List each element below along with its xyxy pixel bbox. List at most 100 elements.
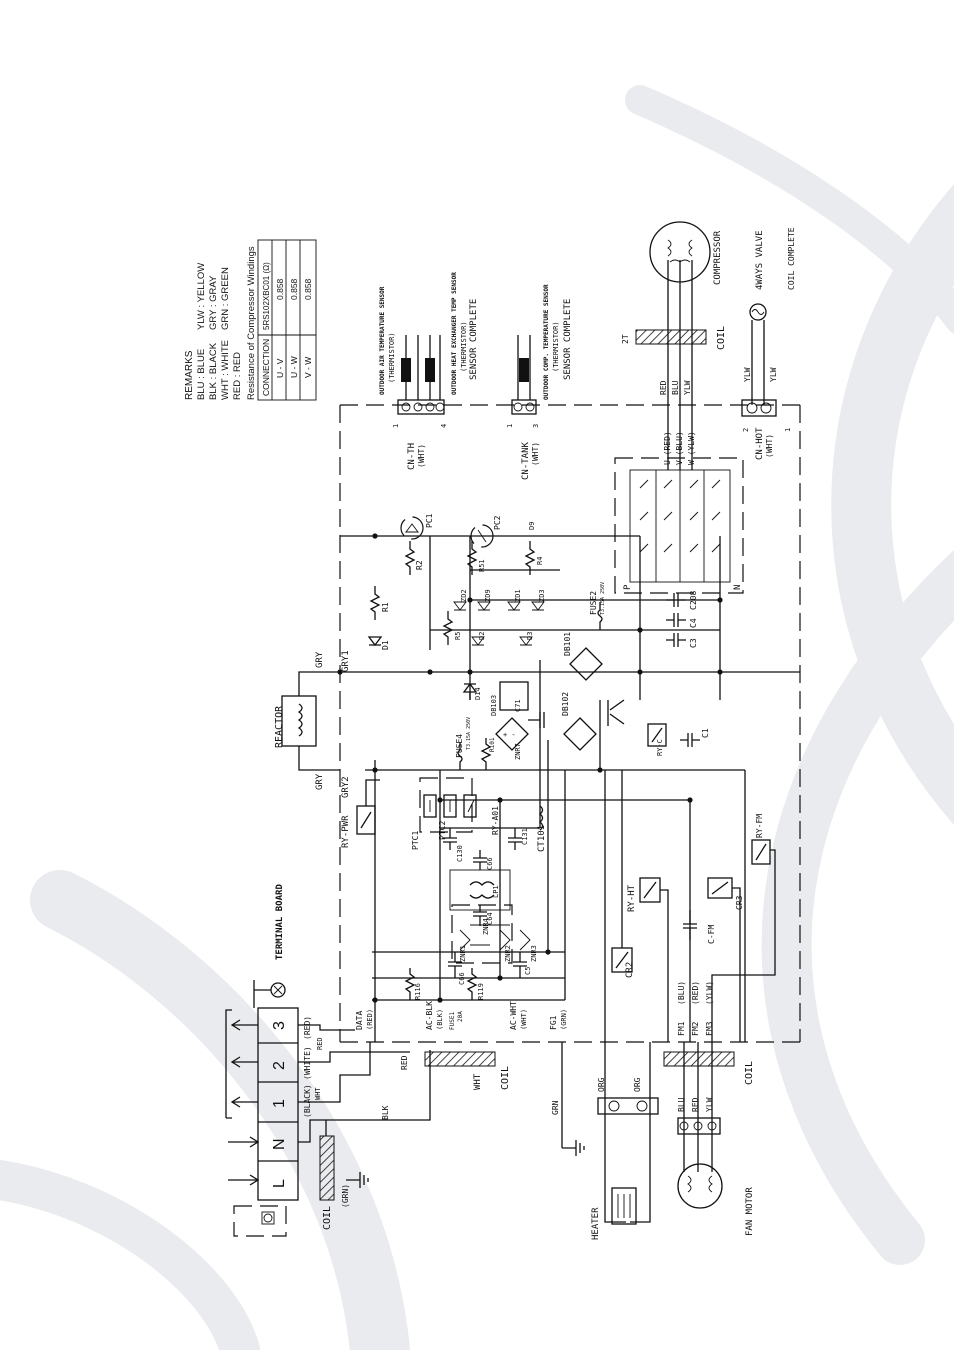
valve-wire-ylw-1: YLW <box>743 367 752 382</box>
thermistor-comp <box>519 358 529 382</box>
thermistor-hx <box>425 358 435 382</box>
znr2-label: ZNR2 <box>504 945 512 962</box>
data-label: DATA <box>355 1011 364 1030</box>
terminal-board: L N 1 2 3 (BLACK) (WHITE) (RED) TERMINAL… <box>225 884 369 1237</box>
module-p-label: P <box>623 584 633 590</box>
zd3-label: ZD3 <box>538 589 546 602</box>
gry1-label: GRY1 <box>341 650 351 672</box>
table-header-connection: CONNECTION <box>261 339 271 396</box>
c208-label: C208 <box>689 591 698 610</box>
c4-label: C4 <box>689 618 698 628</box>
fg1-label: FG1 <box>549 1015 558 1030</box>
cr2-label: CR2 <box>625 962 635 978</box>
resistance-table-title: Resistance of Compressor Windings <box>246 246 257 400</box>
relay-ry-ht <box>639 877 661 903</box>
sensor-hx-label: OUTDOOR HEAT EXCHANGER TEMP SENSOR <box>451 272 458 395</box>
reactor <box>281 671 340 771</box>
fuse1-label: FUSE1 <box>449 1012 456 1030</box>
ry-ht-label: RY-HT <box>627 884 637 912</box>
db102-label: DB102 <box>561 692 570 716</box>
fm1-color: (BLU) <box>677 981 686 1005</box>
resistor-r119 <box>466 968 478 1000</box>
c3-label: C3 <box>689 638 698 648</box>
heater-label: HEATER <box>591 1207 601 1240</box>
input-coil <box>424 1051 496 1067</box>
fuse2-label: FUSE2 <box>589 591 598 615</box>
remark-blk: BLK : BLACK <box>208 342 219 400</box>
pc2-label: PC2 <box>493 515 502 530</box>
resistor-r101 <box>480 738 492 770</box>
fm1-label: FM1 <box>677 1021 686 1036</box>
compressor-wires <box>667 260 693 470</box>
ry-a01-label: RY-A01 <box>491 806 500 835</box>
d14-label: D14 <box>474 687 482 700</box>
relay-ry-pwr <box>356 779 380 835</box>
znr1-label: ZNR1 <box>459 945 467 962</box>
ptc1-label: PTC1 <box>411 831 420 850</box>
terminal-grn-label: (GRN) <box>341 1184 350 1208</box>
sensor-hx-sub: (THERMISTOR) <box>460 321 468 372</box>
fm3-color: (YLW) <box>705 981 714 1005</box>
table-row-vw-conn: V - W <box>303 357 313 378</box>
cn-th-color: (WHT) <box>417 444 426 468</box>
c1-label: C1 <box>701 728 710 738</box>
capacitor-c1 <box>680 733 700 747</box>
fuse4-rating: T3.15A 250V <box>466 717 472 750</box>
diode-d1 <box>367 636 383 647</box>
cn-tank-label: CN-TANK <box>521 441 531 480</box>
fm2-color: (RED) <box>691 981 700 1005</box>
input-wires <box>298 1024 431 1143</box>
fuse4 <box>457 742 463 770</box>
cn-hot-pin-2: 2 <box>742 428 750 432</box>
d2-label: D2 <box>478 632 486 640</box>
compressor-2t-label: 2T <box>621 334 630 344</box>
wire-label-wht-2: WHT <box>473 1073 483 1090</box>
sensor-air-label: OUTDOOR AIR TEMPERATURE SENSOR <box>379 286 386 395</box>
zd2-label: ZD2 <box>460 589 468 602</box>
remarks-heading: REMARKS <box>184 350 195 400</box>
fan-motor-label: FAN MOTOR <box>745 1187 755 1236</box>
sensor-wires <box>405 335 531 400</box>
fan-wire-blu: BLU <box>677 1097 686 1112</box>
capacitor-c130 <box>443 828 457 850</box>
cn-tank-pin-3: 3 <box>532 424 540 428</box>
capacitor-c66 <box>448 952 462 978</box>
ptc2-label: PTC2 <box>438 821 447 840</box>
relay-ry-fm <box>751 839 771 865</box>
sensor-comp-complete: SENSOR COMPLETE <box>563 299 573 380</box>
cn-tank-pin-1: 1 <box>506 424 514 428</box>
inverter-module <box>614 457 744 594</box>
photocoupler-pc1 <box>400 516 424 540</box>
line-filter-lp1 <box>449 869 511 911</box>
capacitor-c5 <box>513 952 527 978</box>
remark-blu: BLU : BLUE <box>196 349 207 400</box>
fg1-color: (GRN) <box>560 1009 568 1030</box>
wire-label-red: RED <box>316 1037 324 1050</box>
fan-wire-red: RED <box>691 1097 700 1112</box>
relay-ry-c <box>647 723 667 747</box>
r5-label: R5 <box>454 632 462 640</box>
resistor-r2 <box>404 541 416 575</box>
sensor-comp-sub: (THERMISTOR) <box>552 321 560 372</box>
heater-icon <box>611 1187 637 1225</box>
wire-label-blk: BLK <box>381 1105 390 1120</box>
terminal-3: 3 <box>271 1021 288 1030</box>
cn-hot-label: CN-HOT <box>755 427 765 460</box>
sensor-air-sub: (THERMISTOR) <box>388 332 396 383</box>
ry-c-label: RY-C <box>656 739 664 756</box>
compressor-icon <box>649 221 711 283</box>
relay-cr3 <box>707 877 733 899</box>
fm3-label: FM3 <box>705 1021 714 1036</box>
capacitor-c64 <box>473 905 487 926</box>
fan-coil-label: COIL <box>744 1061 755 1085</box>
remark-ylw: YLW : YELLOW <box>196 263 207 330</box>
cn-th-label: CN-TH <box>407 443 417 470</box>
bus-verticals <box>429 536 746 1042</box>
cn-tank-connector <box>511 399 537 415</box>
c66b-label: C66 <box>458 972 466 985</box>
wire-label-red-2: RED <box>400 1055 409 1070</box>
cn-th-connector <box>397 399 445 415</box>
d9-label: D9 <box>528 522 536 530</box>
znr4-label: ZNR4 <box>482 918 490 935</box>
